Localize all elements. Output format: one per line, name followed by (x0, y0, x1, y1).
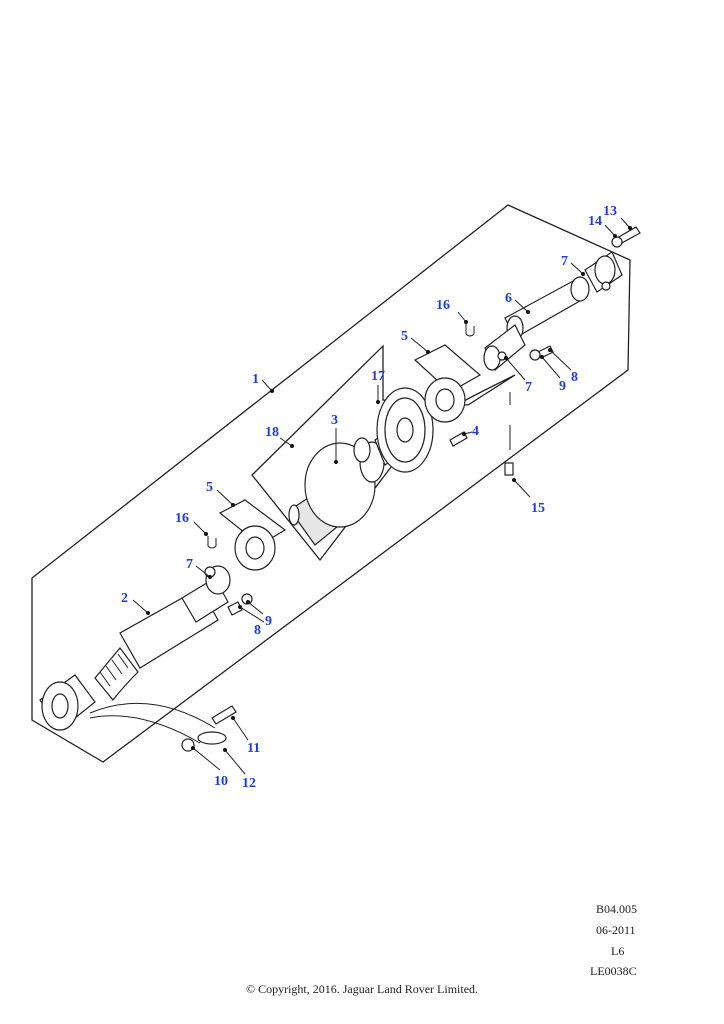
callout-7-front: 7 (186, 557, 193, 572)
callout-14: 14 (588, 214, 602, 229)
assembly-outline (31, 204, 631, 763)
callout-9-front: 9 (265, 614, 272, 629)
flexible-coupling (376, 387, 434, 473)
callout-18: 18 (265, 425, 279, 440)
callout-1: 1 (252, 372, 259, 387)
illustration-code: LE0038C (590, 964, 637, 978)
support-bracket-rear (413, 344, 482, 423)
reference-code: B04.005 (596, 902, 638, 916)
callout-7-top: 7 (561, 254, 568, 269)
clip-rear (465, 324, 475, 337)
callout-16-front: 16 (175, 511, 189, 526)
support-bracket-front (218, 499, 287, 571)
callout-9-rear: 9 (559, 379, 566, 394)
callout-4: 4 (472, 424, 479, 439)
callout-leaders (132, 217, 632, 775)
callout-10: 10 (214, 774, 228, 789)
callout-15: 15 (531, 501, 545, 516)
front-propshaft (39, 565, 231, 744)
callout-6: 6 (505, 291, 512, 306)
callout-2: 2 (121, 591, 128, 606)
date-code: 06-2011 (596, 923, 636, 937)
callout-13: 13 (603, 204, 617, 219)
callout-5-front: 5 (206, 480, 213, 495)
callout-3: 3 (331, 413, 338, 428)
callout-11: 11 (247, 741, 260, 756)
rear-propshaft (483, 251, 623, 371)
callout-8-front: 8 (254, 623, 261, 638)
engine-code: L6 (611, 944, 625, 958)
hardware (181, 226, 641, 752)
copyright-footer: © Copyright, 2016. Jaguar Land Rover Lim… (245, 982, 479, 996)
callout-8-rear: 8 (571, 370, 578, 385)
clip-front (207, 536, 217, 549)
callout-7-mid: 7 (525, 380, 532, 395)
callout-16-rear: 16 (436, 298, 450, 313)
callout-17: 17 (371, 369, 385, 384)
callout-5-rear: 5 (401, 329, 408, 344)
callout-12: 12 (242, 776, 256, 791)
